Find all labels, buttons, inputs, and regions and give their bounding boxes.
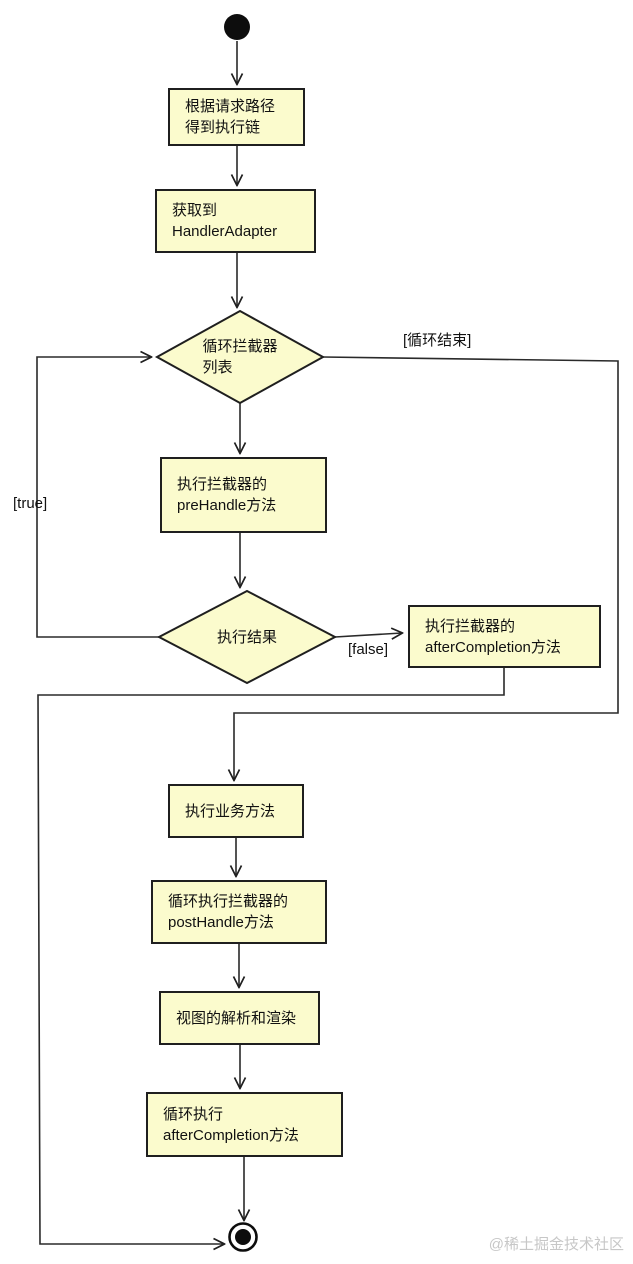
start-node bbox=[224, 14, 250, 40]
decision-exec-result-shape bbox=[156, 589, 338, 685]
edge-label-false: [false] bbox=[348, 641, 389, 658]
node-posthandle-method: 循环执行拦截器的 postHandle方法 bbox=[151, 880, 327, 944]
end-node bbox=[228, 1222, 258, 1252]
node-business-method: 执行业务方法 bbox=[168, 784, 304, 838]
node-request-path-chain: 根据请求路径 得到执行链 bbox=[168, 88, 305, 146]
decision-interceptor-loop-shape bbox=[154, 309, 326, 405]
edge-true-loop-back bbox=[36, 357, 159, 638]
node-aftercompletion-loop: 循环执行 afterCompletion方法 bbox=[146, 1092, 343, 1157]
node-prehandle-method: 执行拦截器的 preHandle方法 bbox=[160, 457, 327, 533]
node-handler-adapter: 获取到 HandlerAdapter bbox=[155, 189, 316, 253]
node-view-render: 视图的解析和渲染 bbox=[159, 991, 320, 1045]
edge-loop-end-branch bbox=[234, 356, 619, 780]
edge-false-branch bbox=[334, 633, 402, 637]
node-aftercompletion-on-false: 执行拦截器的 afterCompletion方法 bbox=[408, 605, 601, 668]
edge-label-loop-end: [循环结束] bbox=[403, 332, 472, 349]
edge-label-true: [true] bbox=[13, 495, 48, 512]
edge-aftercompletion-to-end bbox=[37, 668, 505, 1244]
watermark: @稀土掘金技术社区 bbox=[488, 1236, 624, 1253]
